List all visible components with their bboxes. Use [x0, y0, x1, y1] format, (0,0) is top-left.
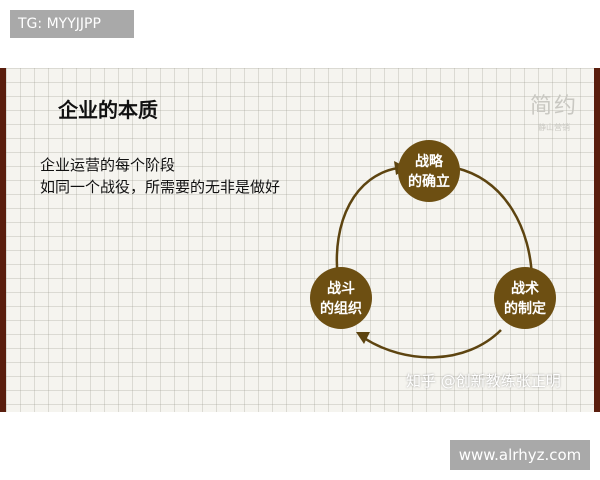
node-organize-line1: 战斗: [327, 280, 355, 297]
node-organize-line2: 的组织: [320, 300, 362, 317]
arc-tactics-to-organize: [363, 329, 502, 359]
brand-logo-text: 简约: [529, 94, 578, 119]
node-tactics: 战术 的制定: [494, 267, 556, 329]
node-strategy-line2: 的确立: [408, 173, 450, 190]
arc-organize-to-strategy: [335, 166, 399, 281]
node-tactics-line2: 的制定: [504, 300, 546, 317]
cycle-diagram: 战略 的确立 战术 的制定 战斗 的组织: [310, 140, 556, 359]
slide-subtitle: 企业运营的每个阶段 如同一个战役，所需要的无非是做好: [40, 154, 280, 198]
arrow-to-organize: [356, 332, 370, 344]
node-strategy: 战略 的确立: [398, 140, 460, 202]
node-strategy-line1: 战略: [415, 153, 444, 170]
subtitle-line-2: 如同一个战役，所需要的无非是做好: [40, 178, 281, 196]
brand-logo: 简约 静山营销: [522, 88, 586, 138]
slide: 企业的本质 企业运营的每个阶段 如同一个战役，所需要的无非是做好 简约 静山营销…: [0, 68, 600, 412]
zhihu-watermark: 知乎 @创新教练张正明: [406, 372, 561, 390]
brand-logo-subtext: 静山营销: [538, 123, 570, 132]
slide-title: 企业的本质: [58, 98, 158, 122]
subtitle-line-1: 企业运营的每个阶段: [40, 156, 176, 174]
node-tactics-line1: 战术: [511, 280, 539, 297]
node-organize: 战斗 的组织: [310, 267, 372, 329]
arc-strategy-to-tactics: [455, 166, 534, 281]
site-url-tag: www.alrhyz.com: [450, 440, 590, 470]
tg-tag: TG: MYYJJPP: [10, 10, 134, 38]
